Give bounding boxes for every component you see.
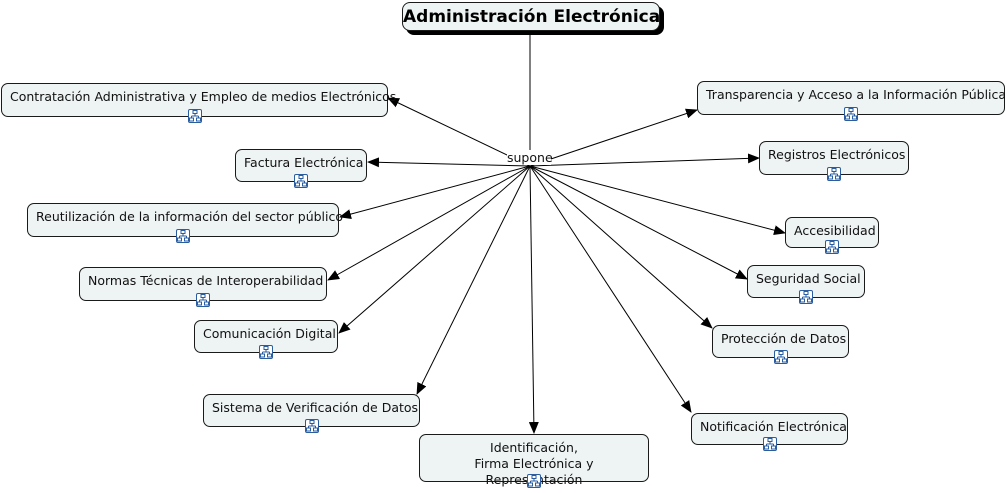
concept-map-icon[interactable] <box>799 290 813 304</box>
connector-arrow-contratacion <box>387 97 531 167</box>
concept-map-icon[interactable] <box>825 240 839 254</box>
concept-map-icon[interactable] <box>762 437 777 451</box>
connector-arrow-notificacion <box>529 165 692 413</box>
concept-label: Sistema de Verificación de Datos <box>212 400 419 415</box>
concept-map-icon[interactable] <box>844 107 858 121</box>
connector-arrow-transparencia <box>529 108 698 167</box>
concept-map-icon[interactable] <box>176 229 190 243</box>
connector-arrow-reutilizacion <box>339 165 531 219</box>
concept-label: Registros Electrónicos <box>768 147 906 162</box>
concept-node-reutilizacion[interactable]: Reutilización de la información del sect… <box>27 203 344 243</box>
concept-map-icon[interactable] <box>827 167 841 181</box>
concept-node-notificacion[interactable]: Notificación Electrónica <box>691 413 848 451</box>
concept-map-icon[interactable] <box>294 174 308 188</box>
connector-arrow-seguridad-social <box>529 165 748 280</box>
concept-label: Comunicación Digital <box>203 326 336 341</box>
concept-map-icon[interactable] <box>773 350 788 364</box>
connector-arrow-verificacion <box>416 165 531 395</box>
concept-node-proteccion-datos[interactable]: Protección de Datos <box>712 325 849 364</box>
concept-label: Accesibilidad <box>794 223 876 238</box>
concept-node-registros[interactable]: Registros Electrónicos <box>759 141 909 181</box>
concept-node-seguridad-social[interactable]: Seguridad Social <box>747 265 865 304</box>
concept-label: Seguridad Social <box>756 271 861 286</box>
concept-node-transparencia[interactable]: Transparencia y Acceso a la Información … <box>697 81 1007 121</box>
linking-phrase-supone[interactable]: supone <box>507 150 553 165</box>
concept-map-icon[interactable] <box>187 109 202 123</box>
concept-node-contratacion[interactable]: Contratación Administrativa y Empleo de … <box>1 83 397 123</box>
concept-node-identificacion[interactable]: Identificación, Firma Electrónica y Repr… <box>419 434 649 488</box>
root-concept-node[interactable]: Administración Electrónica <box>402 2 660 31</box>
concept-map-icon[interactable] <box>304 419 319 433</box>
concept-label: Transparencia y Acceso a la Información … <box>706 87 1007 102</box>
connector-arrow-proteccion-datos <box>529 165 713 329</box>
connector-arrow-comunicacion <box>338 165 531 334</box>
concept-map-icon[interactable] <box>259 345 273 359</box>
concept-map-icon[interactable] <box>527 474 541 488</box>
connector-arrow-accesibilidad <box>529 165 786 236</box>
concept-node-accesibilidad[interactable]: Accesibilidad <box>785 217 879 254</box>
concept-label: Reutilización de la información del sect… <box>36 209 344 224</box>
concept-map-icon[interactable] <box>196 293 210 307</box>
concept-node-factura[interactable]: Factura Electrónica <box>235 149 367 188</box>
connector-arrow-identificacion <box>528 165 539 434</box>
concept-label: Factura Electrónica <box>244 155 364 170</box>
concept-label: Protección de Datos <box>721 331 847 346</box>
concept-label: Normas Técnicas de Interoperabilidad <box>88 273 324 288</box>
concept-node-verificacion[interactable]: Sistema de Verificación de Datos <box>203 394 420 433</box>
concept-node-comunicacion[interactable]: Comunicación Digital <box>194 320 338 359</box>
concept-label: Notificación Electrónica <box>700 419 847 434</box>
root-concept-label: Administración Electrónica <box>403 7 661 27</box>
concept-label: Contratación Administrativa y Empleo de … <box>10 89 397 104</box>
concept-node-normas-tecnicas[interactable]: Normas Técnicas de Interoperabilidad <box>79 267 327 307</box>
connector-arrow-registros <box>529 153 760 167</box>
connector-arrow-normas-tecnicas <box>327 165 531 281</box>
connector-arrow-factura <box>367 157 531 168</box>
